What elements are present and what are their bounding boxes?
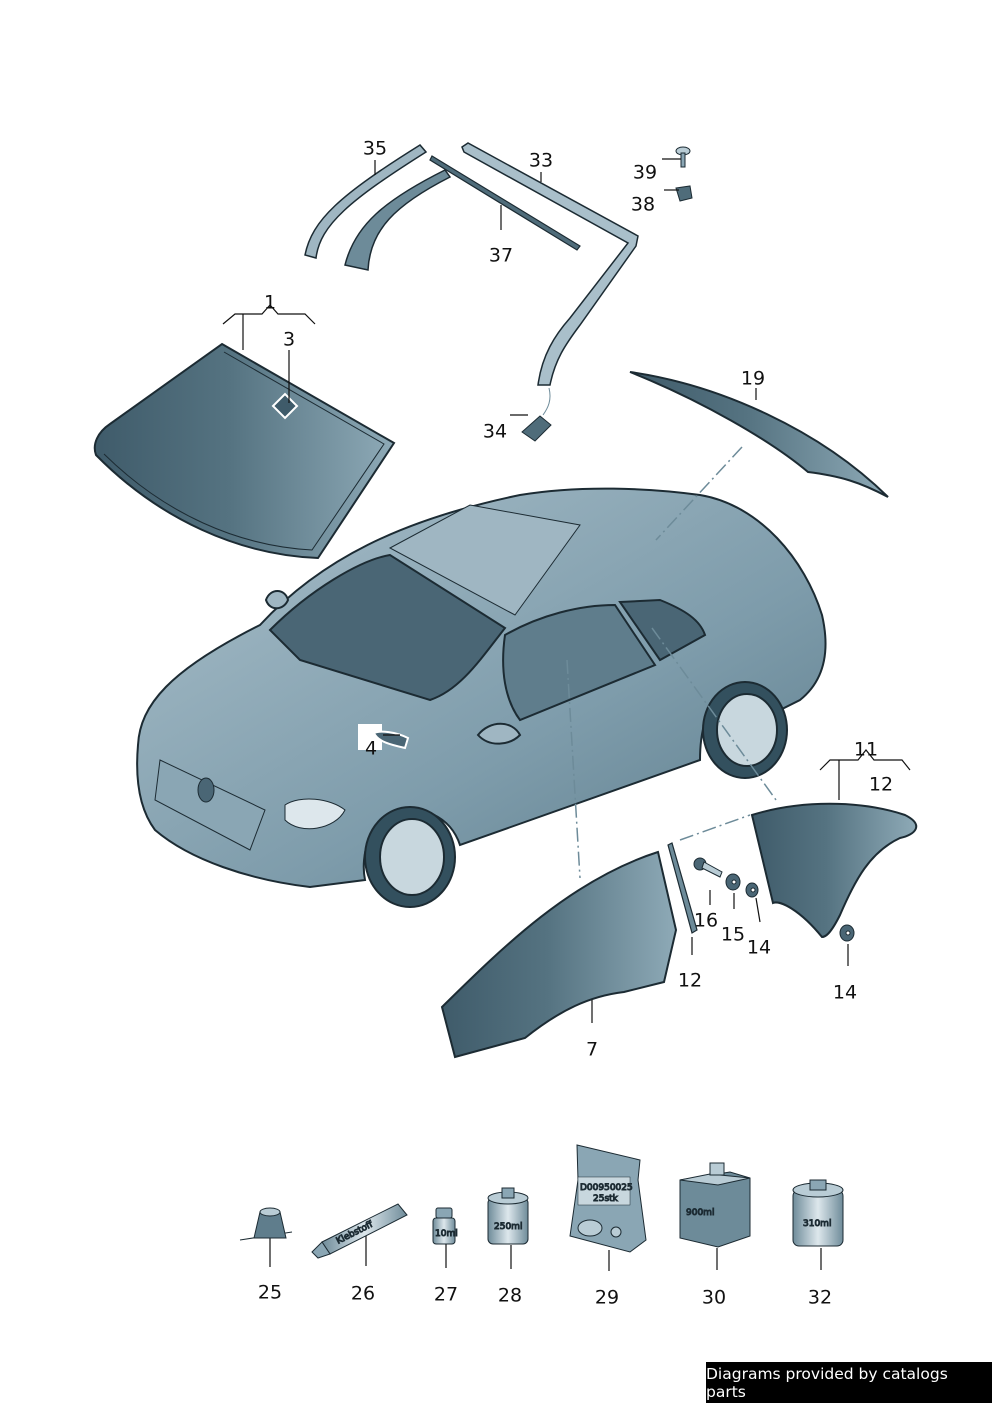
callout-32[interactable]: 32 (807, 1286, 833, 1309)
seal-12 (667, 842, 698, 934)
callout-35[interactable]: 35 (362, 137, 388, 160)
roof-frame-33 (461, 142, 639, 386)
rear-window-19 (629, 371, 889, 498)
leader-lines (222, 158, 911, 1271)
callout-15[interactable]: 15 (720, 923, 746, 946)
car-body (136, 487, 827, 908)
box-30: 900ml (679, 1162, 751, 1248)
bottle-label: 10ml (435, 1229, 458, 1239)
callout-29[interactable]: 29 (594, 1286, 620, 1309)
clip-38 (675, 185, 693, 202)
callout-30[interactable]: 30 (701, 1286, 727, 1309)
callout-25[interactable]: 25 (257, 1281, 283, 1304)
callout-26[interactable]: 26 (350, 1282, 376, 1305)
callout-37[interactable]: 37 (488, 244, 514, 267)
callout-28[interactable]: 28 (497, 1284, 523, 1307)
washer-14a (745, 882, 759, 898)
bulb-holder-34 (521, 387, 552, 442)
bag-29: D00950025 25stk (569, 1144, 647, 1253)
roof-frame-inner (344, 169, 452, 271)
callout-16[interactable]: 16 (693, 909, 719, 932)
bag-label-code: D00950025 (580, 1183, 633, 1193)
door-glass-7 (440, 850, 678, 1059)
callout-39[interactable]: 39 (632, 161, 658, 184)
roof-trim-35 (304, 144, 428, 259)
rear-side-glass-11 (750, 802, 918, 939)
callout-1[interactable]: 1 (263, 291, 277, 314)
can-32: 310ml (792, 1179, 844, 1247)
bottle-27: 10ml (432, 1207, 458, 1245)
assembly-lines (566, 446, 777, 879)
footer-text: Diagrams provided by catalogs parts (706, 1364, 948, 1401)
callout-38[interactable]: 38 (630, 193, 656, 216)
callout-14[interactable]: 14 (746, 936, 772, 959)
callout-7[interactable]: 7 (585, 1038, 599, 1061)
can-28-label: 250ml (494, 1222, 522, 1232)
callout-27[interactable]: 27 (433, 1283, 459, 1306)
windshield-1 (93, 342, 396, 560)
callout-11[interactable]: 11 (853, 738, 879, 761)
callout-19[interactable]: 19 (740, 367, 766, 390)
washer-15 (725, 873, 741, 891)
callout-34[interactable]: 34 (482, 420, 508, 443)
callout-14[interactable]: 14 (832, 981, 858, 1004)
sealing-cone-25 (239, 1207, 293, 1241)
box-label: 900ml (686, 1208, 714, 1218)
footer-credit[interactable]: Diagrams provided by catalogs parts (706, 1362, 992, 1403)
screw-39 (675, 146, 691, 168)
screw-16 (693, 857, 723, 878)
callout-33[interactable]: 33 (528, 149, 554, 172)
bag-label-qty: 25stk (593, 1194, 619, 1204)
callout-3[interactable]: 3 (282, 328, 296, 351)
callout-4[interactable]: 4 (364, 737, 378, 760)
callout-12[interactable]: 12 (868, 773, 894, 796)
seal-37 (429, 155, 581, 251)
washer-14b (839, 924, 855, 942)
can-32-label: 310ml (803, 1219, 831, 1229)
adhesive-tube-26: Klebstoff (311, 1203, 408, 1259)
can-28: 250ml (487, 1187, 529, 1245)
callout-12[interactable]: 12 (677, 969, 703, 992)
